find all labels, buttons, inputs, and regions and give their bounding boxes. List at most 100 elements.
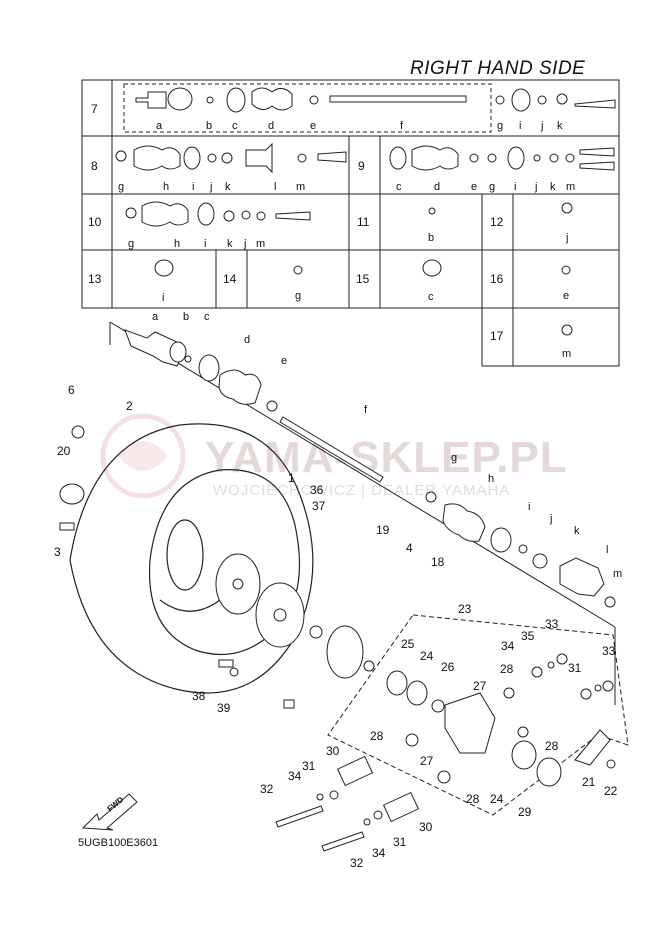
svg-text:h: h bbox=[488, 473, 494, 485]
svg-text:b: b bbox=[183, 311, 189, 323]
row7-letters: a b c d e f g i j k bbox=[156, 120, 563, 132]
svg-text:g: g bbox=[118, 181, 124, 193]
svg-text:i: i bbox=[162, 292, 164, 304]
row10-parts bbox=[125, 201, 311, 227]
shaft-frame bbox=[109, 321, 616, 705]
svg-text:i: i bbox=[519, 120, 521, 132]
watermark-main: YAMA-SKLEP.PL bbox=[205, 433, 568, 482]
watermark-logo bbox=[100, 413, 186, 499]
svg-text:l: l bbox=[274, 181, 276, 193]
svg-text:k: k bbox=[557, 120, 563, 132]
svg-text:29: 29 bbox=[518, 805, 532, 819]
svg-text:28: 28 bbox=[545, 739, 559, 753]
svg-text:31: 31 bbox=[302, 759, 316, 773]
svg-text:22: 22 bbox=[604, 784, 618, 798]
svg-text:34: 34 bbox=[501, 639, 515, 653]
svg-text:27: 27 bbox=[473, 679, 487, 693]
table-key: 11 bbox=[357, 215, 370, 229]
svg-text:l: l bbox=[606, 544, 608, 556]
svg-text:30: 30 bbox=[419, 820, 433, 834]
hub-parts bbox=[59, 425, 375, 709]
svg-text:32: 32 bbox=[350, 856, 364, 870]
parts-table bbox=[81, 79, 620, 367]
svg-text:k: k bbox=[225, 181, 231, 193]
single-cell-letters: b j i g c e m bbox=[162, 232, 571, 360]
table-key: 16 bbox=[490, 272, 504, 286]
svg-text:m: m bbox=[256, 238, 265, 250]
svg-text:34: 34 bbox=[372, 846, 386, 860]
svg-text:j: j bbox=[209, 181, 212, 193]
table-key: 10 bbox=[88, 215, 102, 229]
svg-text:i: i bbox=[192, 181, 194, 193]
svg-text:m: m bbox=[566, 181, 575, 193]
shaft-parts bbox=[124, 329, 616, 608]
svg-text:c: c bbox=[204, 311, 210, 323]
svg-text:18: 18 bbox=[431, 555, 445, 569]
svg-text:k: k bbox=[550, 181, 556, 193]
table-key: 17 bbox=[490, 329, 504, 343]
svg-text:j: j bbox=[243, 238, 246, 250]
svg-text:m: m bbox=[562, 348, 571, 360]
svg-text:31: 31 bbox=[568, 661, 582, 675]
svg-text:23: 23 bbox=[458, 602, 472, 616]
svg-text:26: 26 bbox=[441, 660, 455, 674]
svg-text:28: 28 bbox=[466, 792, 480, 806]
row10-letters: g h i k j m bbox=[128, 238, 265, 250]
svg-text:i: i bbox=[528, 501, 530, 513]
svg-text:f: f bbox=[400, 120, 404, 132]
svg-text:d: d bbox=[244, 334, 250, 346]
svg-text:j: j bbox=[549, 513, 552, 525]
svg-text:32: 32 bbox=[260, 782, 274, 796]
table-key: 14 bbox=[223, 272, 237, 286]
svg-text:25: 25 bbox=[401, 637, 415, 651]
svg-text:33: 33 bbox=[602, 644, 616, 658]
svg-text:g: g bbox=[497, 120, 503, 132]
svg-text:2: 2 bbox=[126, 399, 133, 413]
row7-parts bbox=[135, 87, 616, 113]
svg-text:d: d bbox=[268, 120, 274, 132]
svg-text:35: 35 bbox=[521, 629, 535, 643]
diagram-heading: RIGHT HAND SIDE bbox=[410, 58, 586, 79]
svg-text:39: 39 bbox=[217, 701, 231, 715]
shaft-letters: a b c d e f g h i j k l m bbox=[152, 311, 622, 580]
part-numbers: 1 2 3 4 6 18 19 20 21 22 23 24 24 25 26 … bbox=[54, 383, 618, 870]
svg-text:i: i bbox=[514, 181, 516, 193]
svg-text:19: 19 bbox=[376, 523, 390, 537]
table-key: 9 bbox=[358, 159, 365, 173]
svg-text:38: 38 bbox=[192, 689, 206, 703]
table-key: 7 bbox=[91, 102, 98, 116]
svg-text:g: g bbox=[489, 181, 495, 193]
table-key: 13 bbox=[88, 272, 102, 286]
fwd-arrow: FWD bbox=[81, 793, 138, 831]
svg-text:k: k bbox=[227, 238, 233, 250]
svg-text:c: c bbox=[396, 181, 402, 193]
svg-text:e: e bbox=[563, 290, 569, 302]
svg-text:28: 28 bbox=[370, 729, 384, 743]
svg-text:k: k bbox=[574, 525, 580, 537]
svg-text:e: e bbox=[281, 355, 287, 367]
svg-text:h: h bbox=[174, 238, 180, 250]
caliper-frame bbox=[327, 614, 629, 816]
svg-text:h: h bbox=[163, 181, 169, 193]
svg-text:20: 20 bbox=[57, 444, 71, 458]
svg-text:g: g bbox=[451, 452, 457, 464]
svg-text:37: 37 bbox=[312, 499, 326, 513]
svg-text:30: 30 bbox=[326, 744, 340, 758]
diagram-code: 5UGB100E3601 bbox=[78, 837, 159, 849]
svg-text:g: g bbox=[128, 238, 134, 250]
svg-text:21: 21 bbox=[582, 775, 596, 789]
row8-9-parts bbox=[115, 142, 615, 174]
table-key: 8 bbox=[91, 159, 98, 173]
svg-text:j: j bbox=[565, 232, 568, 244]
svg-text:e: e bbox=[471, 181, 477, 193]
svg-text:c: c bbox=[232, 120, 238, 132]
svg-text:34: 34 bbox=[288, 769, 302, 783]
svg-text:j: j bbox=[540, 120, 543, 132]
svg-text:1: 1 bbox=[288, 471, 295, 485]
svg-text:j: j bbox=[534, 181, 537, 193]
svg-text:a: a bbox=[156, 120, 163, 132]
table-key: 15 bbox=[356, 272, 370, 286]
svg-text:31: 31 bbox=[393, 835, 407, 849]
table-key: 12 bbox=[490, 215, 504, 229]
svg-text:m: m bbox=[613, 568, 622, 580]
